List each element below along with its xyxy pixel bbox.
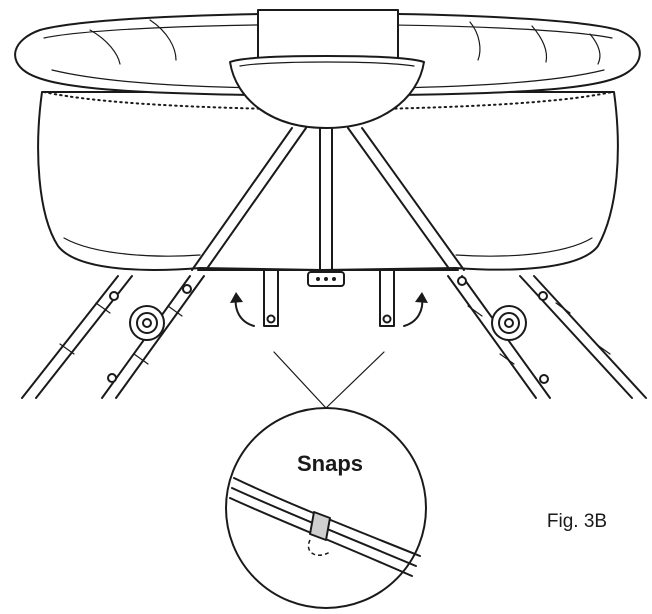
left-hinge-knob — [129, 305, 165, 341]
center-support-frame — [191, 127, 465, 271]
figure-caption: Fig. 3B — [547, 511, 607, 532]
snap-strap-left — [263, 269, 279, 327]
right-fold-arrow — [403, 292, 428, 327]
leg-bolts — [107, 276, 549, 384]
snaps-label: Snaps — [297, 451, 363, 476]
left-fold-arrow — [230, 292, 255, 327]
snap-strap-right — [379, 269, 395, 327]
center-snap-tab — [307, 271, 345, 287]
callout-leader-lines — [273, 351, 385, 409]
right-hinge-knob — [491, 305, 527, 341]
snap-detail-magnifier — [225, 407, 427, 609]
center-canopy-panel — [229, 9, 425, 129]
